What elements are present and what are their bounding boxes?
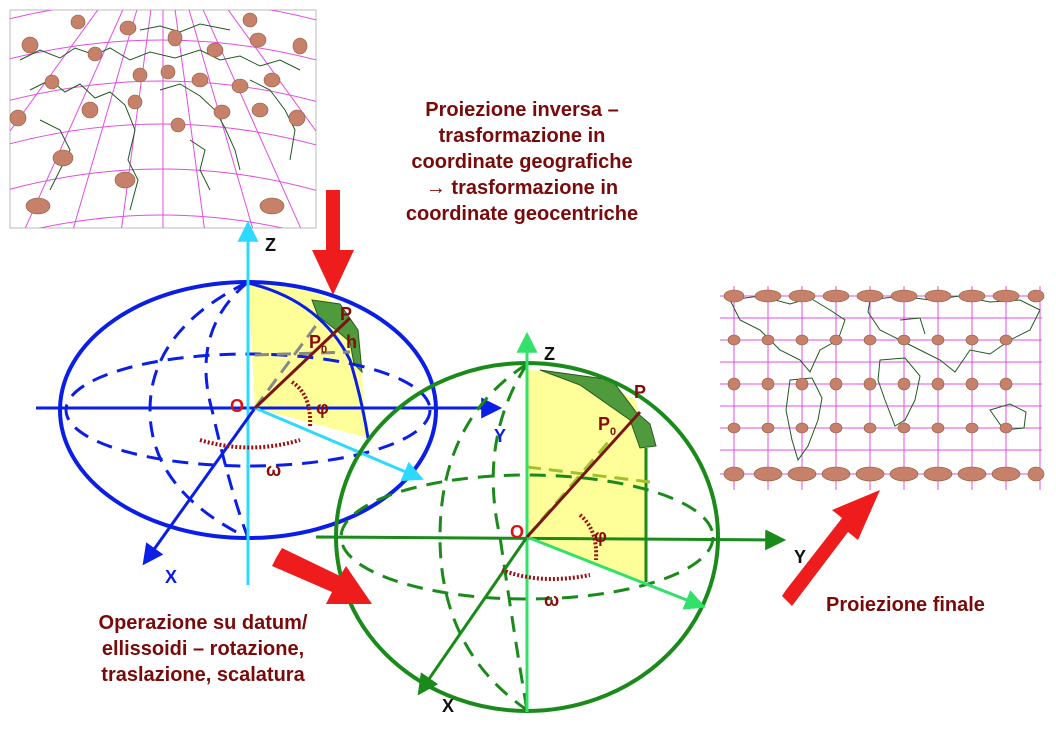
red-arrow-right (272, 548, 372, 604)
caption-line: coordinate geografiche (411, 151, 633, 173)
green-omega-label: ω (544, 590, 559, 610)
caption-inverse-projection: Proiezione inversa – trasformazione in c… (380, 97, 664, 227)
blue-axis-y-label: Y (494, 426, 506, 446)
blue-point-p0-label: P0 (309, 332, 327, 356)
green-ellipsoid (315, 331, 787, 713)
blue-axis-x-label: X (165, 567, 177, 587)
blue-height-h-label: h (346, 332, 357, 352)
caption-datum-operation: Operazione su datum/ ellissoidi – rotazi… (72, 610, 334, 688)
green-axis-x-label: X (442, 696, 454, 716)
blue-ellipsoid (36, 220, 503, 585)
caption-line: Operazione su datum/ (98, 612, 308, 634)
caption-line: Proiezione inversa – (425, 99, 619, 121)
blue-origin-label: O (230, 396, 244, 416)
red-arrow-up-right (782, 490, 880, 606)
green-origin-label: O (510, 522, 524, 542)
conic-map (9, 9, 317, 229)
cylindrical-map (720, 286, 1045, 490)
green-axis-y-label: Y (794, 547, 806, 567)
caption-line: traslazione, scalatura (101, 664, 305, 686)
green-point-p0-label: P0 (598, 414, 616, 438)
blue-phi-label: φ (316, 398, 329, 418)
caption-final-projection: Proiezione finale (826, 592, 985, 618)
caption-line: trasformazione in (438, 125, 606, 147)
blue-omega-label: ω (266, 460, 281, 480)
caption-line: ellissoidi – rotazione, (101, 638, 305, 660)
caption-line: Proiezione finale (826, 594, 985, 616)
green-axis-z-label: Z (544, 344, 555, 364)
green-point-p-label: P (634, 382, 646, 402)
blue-point-p-label: P (340, 304, 352, 324)
red-arrow-down (312, 190, 354, 295)
caption-line: → trasformazione in (425, 177, 619, 199)
blue-axis-z-label: Z (265, 235, 276, 255)
green-phi-label: φ (594, 526, 607, 546)
caption-line: coordinate geocentriche (405, 203, 639, 225)
